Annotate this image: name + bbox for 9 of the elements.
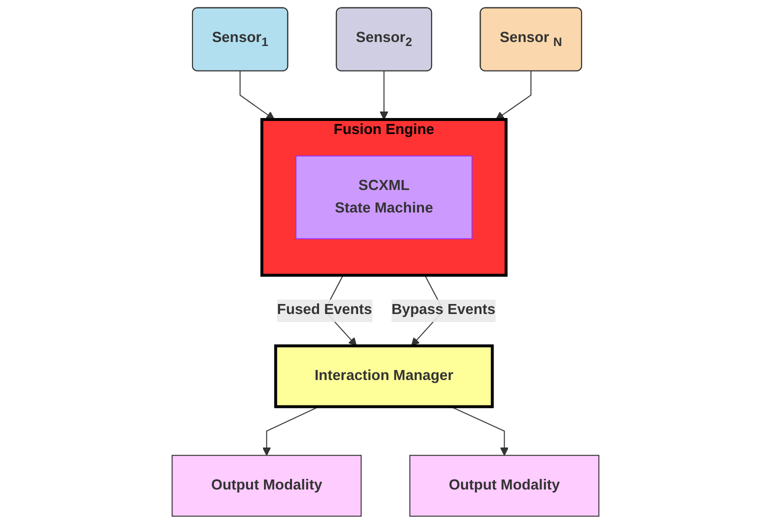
arrow — [240, 70, 275, 120]
edge-label: Bypass Events — [391, 302, 496, 318]
node-box: Output Modality — [172, 454, 362, 517]
node-box: SCXML State Machine — [295, 156, 472, 240]
node-box: Output Modality — [409, 454, 600, 517]
arrow — [380, 70, 388, 120]
node-box: Interaction Manager — [274, 344, 494, 408]
arrow — [496, 70, 532, 120]
edge-label: Fused Events — [277, 302, 372, 318]
